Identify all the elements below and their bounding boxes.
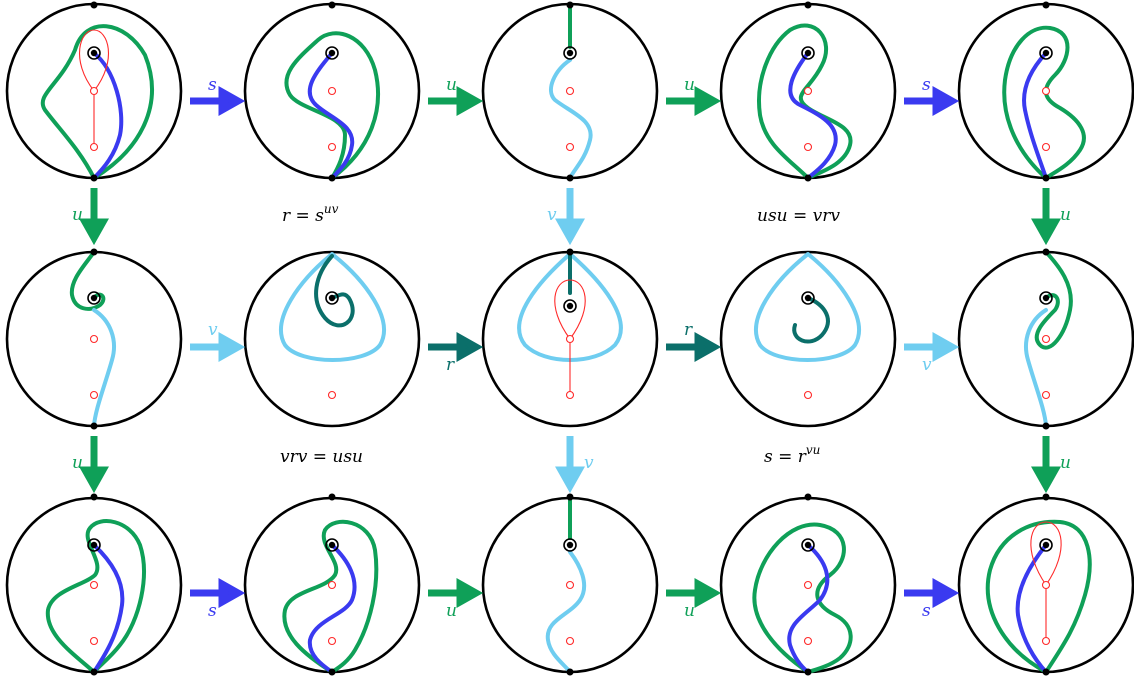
disk-r3c1 <box>5 493 183 676</box>
curve-u <box>69 250 106 311</box>
move-label-v: v <box>584 453 594 473</box>
curve-u <box>40 24 154 180</box>
curve-s <box>307 51 355 180</box>
curve-u <box>284 31 380 180</box>
relation-r3: vrv = usu <box>280 447 363 467</box>
arrow-s-r1a: s <box>190 75 246 116</box>
curve-v <box>545 550 587 674</box>
arrow-u-col1-a: u <box>72 188 109 246</box>
curve-u <box>752 522 853 674</box>
curve-v <box>754 252 861 362</box>
arrow-u-r1b: u <box>428 75 484 116</box>
move-label-r: r <box>684 320 693 340</box>
move-label-v: v <box>208 320 218 340</box>
disk-r2c2 <box>243 250 421 428</box>
move-label-u: u <box>1060 453 1071 473</box>
disk-r3c4 <box>719 493 897 676</box>
curve-v <box>549 58 593 180</box>
curve-v <box>1024 308 1048 428</box>
disk-r2c3 <box>481 248 659 428</box>
move-label-s: s <box>922 601 931 621</box>
move-label-u: u <box>72 453 83 473</box>
arrow-r-r2c: r <box>666 320 722 362</box>
arrow-u-r1c: u <box>666 75 722 116</box>
curve-s <box>787 543 830 674</box>
arrow-u-r3c: u <box>666 578 722 621</box>
curve-s <box>788 51 838 180</box>
arrow-v-col3-a: v <box>547 188 585 246</box>
disk-r2c4 <box>719 250 897 428</box>
curve-s <box>1015 543 1048 674</box>
arrow-u-r3b: u <box>428 578 484 621</box>
move-label-u: u <box>446 601 457 621</box>
disk-r1c5 <box>957 1 1134 182</box>
disk-r2c5 <box>957 248 1134 430</box>
arrow-v-col3-b: v <box>555 436 594 494</box>
relation-r4: s = rvu <box>764 443 820 467</box>
curve-u <box>1034 250 1073 350</box>
move-label-r: r <box>446 355 455 375</box>
curve-v <box>92 308 116 428</box>
relation-r2: usu = vrv <box>757 206 840 226</box>
arrow-u-col1-b: u <box>72 436 109 494</box>
move-label-u: u <box>684 601 695 621</box>
move-label-s: s <box>922 75 931 95</box>
disk-r2c1 <box>5 248 183 430</box>
arrow-u-col5-a: u <box>1031 188 1071 246</box>
arrow-r-r2b: r <box>428 332 484 375</box>
curve-u <box>282 519 379 674</box>
arrow-s-r1d: s <box>904 75 960 116</box>
disk-r1c1 <box>5 1 183 182</box>
move-label-v: v <box>922 355 932 375</box>
curve-r <box>314 254 355 328</box>
curve-u <box>45 519 146 674</box>
disk-r1c4 <box>719 1 897 182</box>
curve-v <box>279 252 386 362</box>
move-label-s: s <box>208 601 217 621</box>
move-label-u: u <box>446 75 457 95</box>
move-label-v: v <box>547 205 557 225</box>
curve-u <box>1002 25 1086 180</box>
arrow-v-r2a: v <box>190 320 246 362</box>
disk-r3c2 <box>243 493 421 676</box>
disk-r1c3 <box>481 1 659 182</box>
curve-u <box>985 519 1092 674</box>
curve-s <box>92 543 125 674</box>
disk-r3c3 <box>481 493 659 676</box>
disk-r1c2 <box>243 1 421 182</box>
arrow-s-r3a: s <box>190 578 246 621</box>
curve-s <box>307 543 357 674</box>
arrow-s-r3d: s <box>904 578 960 621</box>
move-label-s: s <box>208 75 217 95</box>
arrow-v-r2d: v <box>904 332 960 375</box>
curve-u <box>757 23 853 180</box>
curve-r <box>792 296 830 344</box>
move-label-u: u <box>1060 205 1071 225</box>
arrow-u-col5-b: u <box>1031 436 1071 494</box>
relation-r1: r = suv <box>282 202 339 226</box>
curve-s <box>1022 51 1048 180</box>
curve-s <box>92 51 124 180</box>
disk-r3c5 <box>957 493 1134 676</box>
move-label-u: u <box>72 205 83 225</box>
move-label-u: u <box>684 75 695 95</box>
